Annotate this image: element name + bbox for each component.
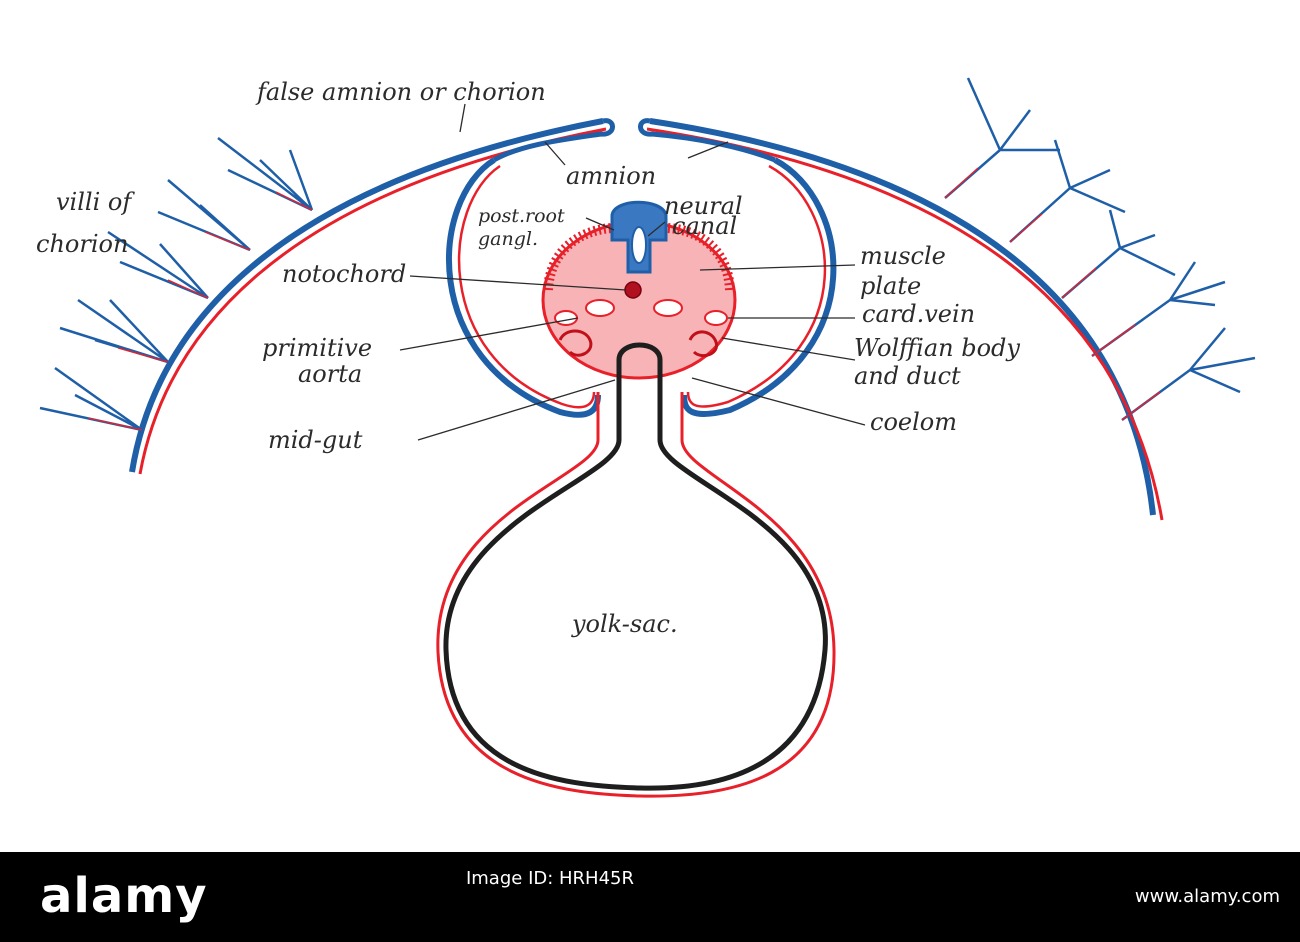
somite-left [543, 223, 613, 291]
endoderm-line [443, 342, 828, 791]
label-neural-line2: canal [672, 212, 737, 240]
embryo-diagram: false amnion or chorion villi of chorion… [36, 77, 1256, 798]
chorion-left-blue [129, 118, 604, 473]
label-amnion: amnion [566, 162, 656, 190]
label-coelom: coelom [870, 408, 957, 436]
image-id: Image ID: HRH45R [465, 868, 635, 889]
label-muscle-line1: muscle [860, 242, 946, 270]
label-wolffian-line1: Wolffian body [854, 334, 1020, 362]
leader-lines [399, 103, 866, 441]
neural-canal [631, 226, 647, 264]
label-primitive-line2: aorta [298, 360, 362, 388]
card-vein-left [554, 310, 578, 326]
label-neural-line1: neural [664, 192, 743, 220]
somite-right [667, 223, 735, 291]
site-url: www.alamy.com [1134, 886, 1280, 907]
watermark-footer: alamy Image ID: HRH45R www.alamy.com [0, 852, 1300, 942]
wolffian-left [558, 329, 593, 357]
label-villi-line1: villi of [56, 188, 135, 216]
label-primitive-line1: primitive [262, 334, 372, 362]
chorion [129, 118, 1164, 521]
notochord [624, 281, 642, 299]
label-post-root-line1: post.root [478, 205, 565, 227]
card-vein-right [704, 310, 728, 326]
chorion-right-red [646, 127, 1164, 521]
embryo-body [541, 200, 737, 380]
amnion-fold-left [492, 118, 615, 163]
amnion-fold-right [638, 118, 776, 163]
chorion-left-red [138, 127, 607, 475]
villi-left-red [87, 191, 313, 431]
label-muscle-line2: plate [860, 272, 921, 300]
wolffian-right [688, 330, 719, 358]
label-wolffian-line2: and duct [854, 362, 961, 390]
brand-logo: alamy [40, 868, 208, 924]
yolk-sac-group [436, 342, 836, 798]
aorta-left [585, 299, 615, 317]
amnion [446, 157, 837, 418]
amnion-red-loop [457, 164, 827, 409]
amnion-blue-loop [446, 157, 837, 418]
label-post-root-line2: gangl. [478, 228, 538, 250]
label-yolk-sac: yolk-sac. [571, 610, 678, 638]
labels: false amnion or chorion villi of chorion… [36, 78, 1020, 638]
mesoderm-line [436, 392, 836, 798]
villi-right-red [944, 167, 1161, 421]
label-notochord: notochord [282, 260, 406, 288]
label-false-amnion: false amnion or chorion [255, 78, 546, 106]
chorion-right-blue [649, 118, 1156, 516]
label-card-vein: card.vein [862, 300, 975, 328]
label-villi-line2: chorion [36, 230, 128, 258]
label-mid-gut: mid-gut [268, 426, 363, 454]
aorta-right [653, 299, 683, 317]
